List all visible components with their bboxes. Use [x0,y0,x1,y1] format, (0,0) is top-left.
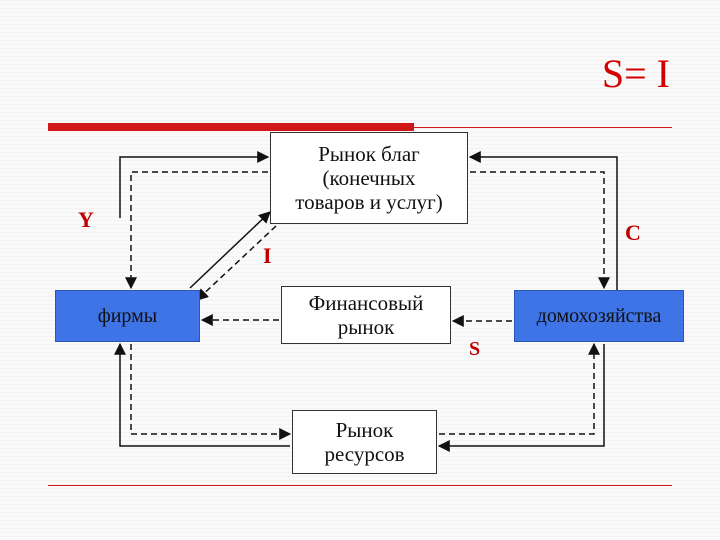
flow-house-to-goods-solid [468,151,618,290]
firms-box: фирмы [55,290,200,342]
flow-investment-dashed [196,225,277,301]
label-i: I [263,243,272,268]
households-box: домохозяйства [514,290,684,342]
label-y: Y [78,207,94,232]
flow-res-to-house-dashed [439,342,600,435]
financial-market-label: Финансовый рынок [308,291,424,339]
flow-investment-solid [189,211,271,289]
label-c: C [625,220,641,245]
flow-res-to-firms-solid [114,342,290,447]
resource-market-box: Рынок ресурсов [292,410,437,474]
flow-house-to-res-solid [437,344,605,452]
bottom-rule [48,485,672,486]
households-label: домохозяйства [536,305,662,327]
label-s: S [469,338,481,360]
flow-firms-to-res-dashed [130,344,292,440]
resource-market-label: Рынок ресурсов [324,418,405,466]
firms-label: фирмы [97,305,158,327]
financial-market-box: Финансовый рынок [281,286,451,344]
title-underline-thick [48,123,414,131]
slide-title: S= I [601,51,670,96]
flow-goods-to-firms-dashed [125,171,268,290]
flow-firms-to-goods-solid [119,151,270,218]
flow-goods-to-house-dashed [470,171,610,290]
title-underline-thin [414,127,672,128]
goods-market-box: Рынок благ (конечных товаров и услуг) [270,132,468,224]
goods-market-label: Рынок благ (конечных товаров и услуг) [295,142,443,214]
